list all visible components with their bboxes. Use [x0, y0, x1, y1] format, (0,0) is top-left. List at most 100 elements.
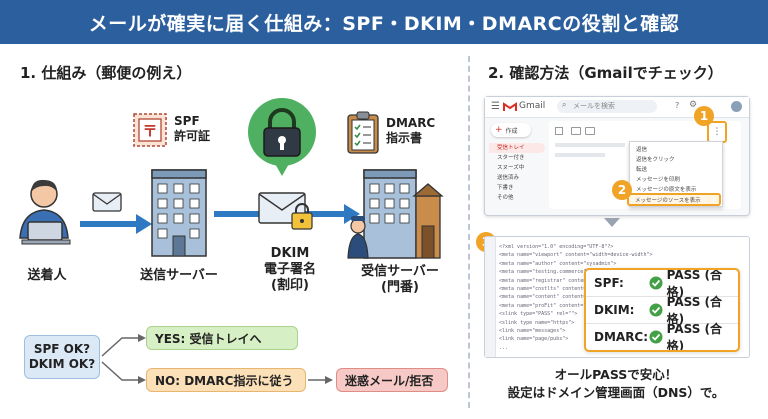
gmail-search-box[interactable]: ⌕ メールを検索: [557, 100, 657, 113]
code-line: <link name="messages">: [499, 328, 566, 335]
code-line: <meta name="testing.commerce" content="y…: [499, 269, 632, 276]
code-line: <meta name="viewport" content="width=dev…: [499, 252, 653, 259]
receiving-server-building-icon: [347, 169, 444, 259]
dmarc-label-line1: DMARC: [386, 116, 436, 130]
branch-arrows-icon: [101, 334, 146, 384]
spf-label: SPF 許可証: [174, 114, 210, 144]
archive-icon[interactable]: [571, 127, 581, 135]
nav-item-sent[interactable]: 送信済み: [497, 175, 520, 181]
gmail-search-placeholder: メールを検索: [573, 102, 615, 110]
code-line: <meta name="cnstlts" content="">: [499, 286, 596, 293]
result-value-wrap: PASS (合格): [649, 293, 738, 327]
dkim-label-line2: 電子署名: [263, 262, 316, 277]
gmail-brand: Gmail: [519, 101, 546, 111]
svg-text:〒: 〒: [142, 122, 157, 140]
check-circle-icon: [649, 330, 663, 344]
menu-item-original[interactable]: メッセージの原文を表示: [636, 187, 697, 193]
result-value: PASS (合格): [666, 322, 723, 352]
menu-item-forward[interactable]: 転送: [636, 167, 648, 173]
sending-server-building-icon: [151, 169, 207, 257]
dmarc-clipboard-icon: [347, 111, 379, 154]
no-dmarc-box: NO: DMARC指示に従う: [146, 368, 306, 392]
receiving-server-label-line1: 受信サーバー: [361, 264, 439, 279]
avatar[interactable]: [731, 101, 742, 112]
result-value: PASS (合格): [666, 268, 723, 299]
auth-check-line1: SPF OK?: [33, 342, 91, 356]
step-1-badge: 1: [694, 106, 714, 126]
nav-item-starred[interactable]: スター付き: [497, 155, 525, 161]
nav-item-inbox[interactable]: 受信トレイ: [489, 143, 545, 153]
menu-item-print[interactable]: メッセージを印刷: [636, 177, 680, 183]
dkim-label-line1: DKIM: [270, 246, 310, 261]
envelope-icon: [92, 192, 122, 212]
code-line: <meta name="proFit" content="">: [499, 302, 593, 309]
code-line: <link name="page/pubs">: [499, 336, 569, 343]
compose-label: 作成: [505, 127, 518, 135]
plus-icon: +: [495, 125, 503, 135]
message-line: [555, 143, 625, 147]
gmail-topbar: ☰ Gmail ⌕ メールを検索 ? ⚙: [485, 97, 749, 118]
check-circle-icon: [649, 276, 663, 290]
result-value-wrap: PASS (合格): [649, 320, 738, 352]
dkim-label-line3: (割印): [271, 278, 309, 293]
code-line: <meta name="registrar" content="yes">: [499, 277, 611, 284]
result-value-wrap: PASS (合格): [649, 268, 738, 300]
sender-person-icon: [19, 179, 71, 245]
message-line: [555, 153, 605, 157]
dmarc-label: DMARC 指示書: [386, 116, 435, 146]
compose-button[interactable]: + 作成: [491, 123, 531, 137]
code-line: <?xml version="1.0" encoding="UTF-8"?>: [499, 244, 614, 250]
auth-check-line2: DKIM OK?: [28, 357, 96, 371]
menu-item-reply-click[interactable]: 返信をクリック: [636, 157, 675, 163]
gmail-logo-icon: [503, 102, 517, 111]
label-icon[interactable]: [585, 127, 595, 135]
nav-item-drafts[interactable]: 下書き: [497, 185, 514, 191]
result-value: PASS (合格): [666, 295, 723, 326]
page-title: メールが確実に届く仕組み：SPF・DKIM・DMARCの役割と確認: [0, 0, 768, 44]
result-row-dkim: DKIM: PASS (合格): [586, 295, 738, 326]
receiving-server-label-line2: (門番): [381, 280, 419, 295]
nav-item-more[interactable]: その他: [497, 195, 514, 201]
gear-icon[interactable]: ⚙: [689, 100, 698, 110]
step-2-badge: 2: [612, 180, 632, 200]
sending-server-label: 送信サーバー: [140, 268, 218, 283]
right-footer: オールPASSで安心！ 設定はドメイン管理画面（DNS）で。: [478, 366, 754, 402]
auth-results-box: SPF: PASS (合格) DKIM: PASS (合格) DMARC: PA…: [584, 268, 740, 352]
sender-label: 送着人: [27, 268, 67, 283]
search-icon: ⌕: [562, 100, 567, 109]
dkim-label: DKIM 電子署名 (割印): [240, 246, 340, 294]
spf-label-line2: 許可証: [174, 129, 211, 143]
spam-reject-box: 迷惑メール/拒否: [336, 368, 448, 392]
section-divider: [468, 56, 470, 408]
arrow-icon: [308, 376, 333, 384]
nav-item-snoozed[interactable]: スヌーズ中: [497, 165, 525, 171]
spf-label-line1: SPF: [174, 114, 200, 128]
code-line: ...: [499, 344, 509, 351]
code-line: <meta name="content" content="">: [499, 294, 596, 301]
signed-envelope-icon: [258, 192, 313, 230]
result-key: DMARC:: [594, 330, 649, 344]
section-title-mechanism: 1. 仕組み（郵便の例え）: [20, 64, 192, 82]
footer-line2: 設定はドメイン管理画面（DNS）で。: [507, 385, 725, 400]
show-source-menu-item[interactable]: メッセージのソースを表示: [627, 193, 721, 206]
code-line: <slink type="PASS" rel="">: [499, 311, 578, 318]
check-circle-icon: [649, 303, 663, 317]
receiving-server-label: 受信サーバー (門番): [350, 264, 450, 296]
code-line: <meta name="author" content="sysadmin">: [499, 260, 617, 267]
spf-permit-stamp-icon: 〒: [133, 113, 167, 147]
section-title-check: 2. 確認方法（Gmailでチェック）: [488, 64, 723, 82]
more-options-button[interactable]: ⋮: [707, 121, 727, 143]
select-checkbox[interactable]: [555, 127, 563, 135]
dkim-lock-icon: [248, 98, 316, 176]
help-icon[interactable]: ?: [675, 101, 680, 110]
result-row-spf: SPF: PASS (合格): [586, 268, 738, 300]
dmarc-label-line2: 指示書: [386, 131, 423, 145]
menu-item-reply[interactable]: 返信: [636, 147, 648, 153]
chevron-down-icon: [604, 218, 620, 227]
source-code: <?xml version="1.0" encoding="UTF-8"?> <…: [499, 243, 653, 352]
code-line: <slink type name="https">: [499, 319, 575, 326]
result-row-dmarc: DMARC: PASS (合格): [586, 322, 738, 350]
arrow-icon: [80, 214, 152, 234]
result-key: DKIM:: [594, 303, 635, 317]
menu-icon[interactable]: ☰: [491, 101, 500, 112]
